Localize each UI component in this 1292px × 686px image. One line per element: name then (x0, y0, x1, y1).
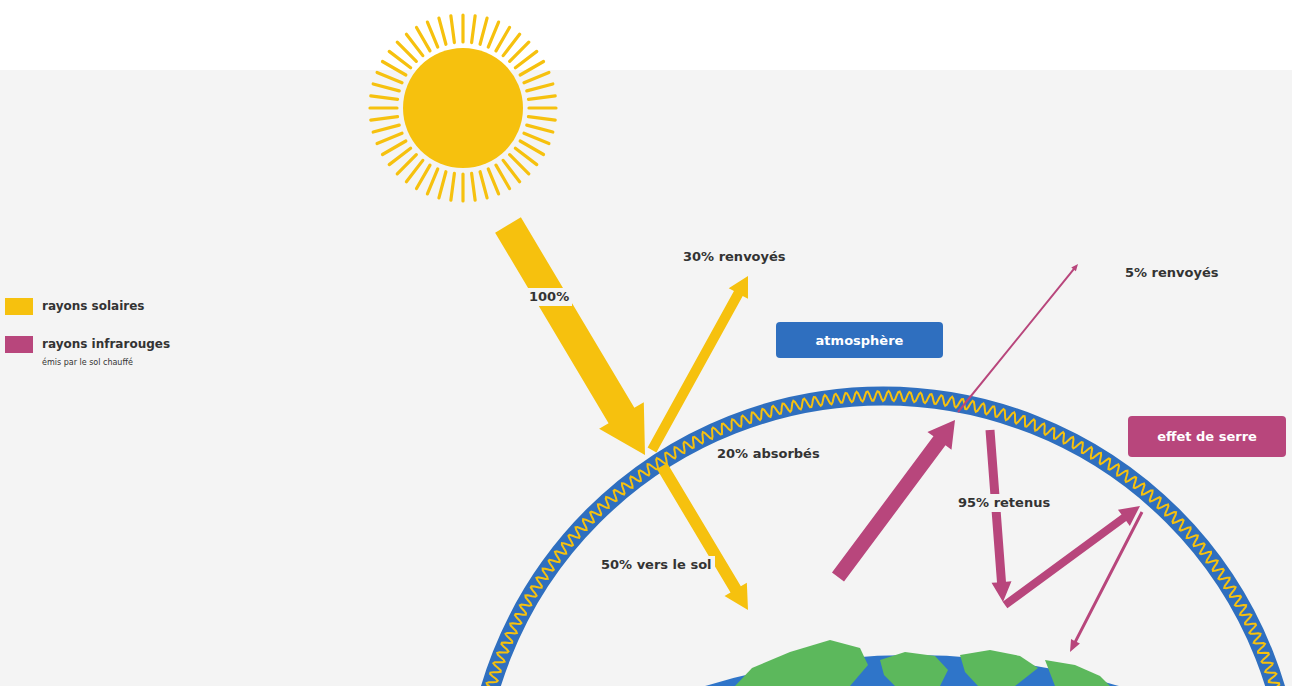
continent (735, 640, 868, 686)
background-panel (0, 70, 1292, 686)
value-label: 20% absorbés (714, 445, 823, 463)
tag-text: atmosphère (816, 333, 904, 348)
value-label: 30% renvoyés (680, 248, 789, 266)
ray-arrow (986, 430, 1012, 602)
ray-arrows (495, 217, 1143, 652)
value-label: 50% vers le sol (598, 556, 715, 574)
legend-swatch (5, 336, 33, 353)
ray-arrow (957, 264, 1078, 413)
greenhouse-tag: effet de serre (1128, 416, 1286, 457)
continent (880, 652, 948, 686)
ray-arrow (657, 463, 748, 610)
legend-note: émis par le sol chauffé (42, 358, 133, 367)
value-label: 5% renvoyés (1122, 264, 1222, 282)
ray-arrow (648, 276, 748, 452)
tag-text: effet de serre (1157, 429, 1257, 444)
continent (960, 650, 1038, 686)
legend-swatch (5, 298, 33, 315)
atmosphere-tag: atmosphère (776, 322, 943, 358)
legend-text: rayons infrarouges (42, 337, 170, 351)
legend-text: rayons solaires (42, 299, 145, 313)
atmosphere-wave (469, 391, 1292, 686)
ray-arrow (832, 420, 955, 581)
value-label: 100% (526, 288, 572, 306)
value-label: 95% retenus (955, 494, 1053, 512)
ray-arrow (1070, 511, 1143, 652)
earth-symbol (206, 391, 1292, 686)
continent (1045, 660, 1110, 686)
sun-symbol (370, 15, 556, 201)
ray-arrow (495, 217, 645, 455)
atmosphere-band (473, 396, 1292, 686)
